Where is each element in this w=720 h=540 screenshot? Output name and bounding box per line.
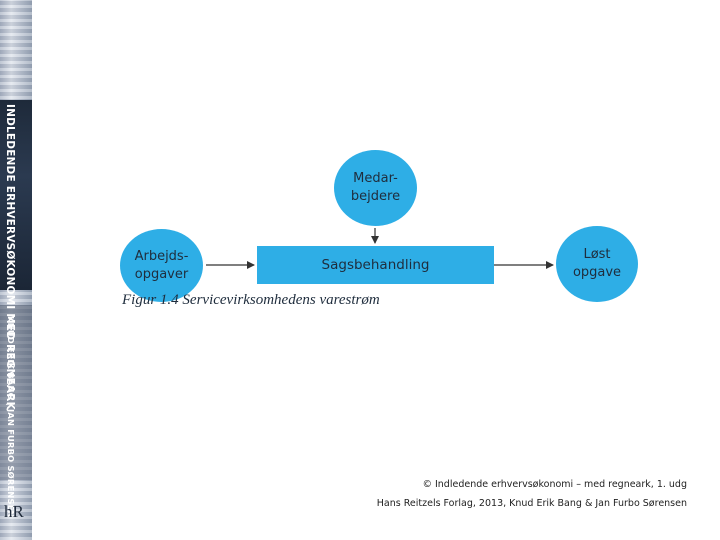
node-arbejdsopgaver: Arbejds- opgaver bbox=[120, 229, 203, 302]
spine-dark-band bbox=[0, 100, 32, 290]
process-box: Sagsbehandling bbox=[257, 246, 494, 284]
node-arbejdsopgaver-line2: opgaver bbox=[134, 266, 189, 282]
node-loest-opgave: Løst opgave bbox=[556, 226, 638, 302]
node-medarbejdere: Medar- bejdere bbox=[334, 150, 417, 226]
node-loest-opgave-line1: Løst bbox=[583, 247, 611, 262]
copyright-footer: © Indledende erhvervsøkonomi – med regne… bbox=[377, 475, 687, 513]
process-box-label: Sagsbehandling bbox=[321, 257, 430, 273]
publisher-logo: hR bbox=[4, 502, 24, 521]
copyright-line1: © Indledende erhvervsøkonomi – med regne… bbox=[422, 479, 687, 490]
copyright-line2: Hans Reitzels Forlag, 2013, Knud Erik Ba… bbox=[376, 498, 687, 509]
node-arbejdsopgaver-line1: Arbejds- bbox=[134, 248, 189, 264]
book-spine: INDLEDENDE ERHVERVSØKONOMI MED REGNEARK … bbox=[0, 0, 32, 540]
spine-lower-band bbox=[0, 305, 32, 480]
node-medarbejdere-line2: bejdere bbox=[350, 189, 401, 204]
node-medarbejdere-line1: Medar- bbox=[353, 171, 398, 186]
node-loest-opgave-line2: opgave bbox=[572, 265, 622, 280]
figure-caption: Figur 1.4 Servicevirksomhedens varestrøm bbox=[122, 292, 380, 308]
